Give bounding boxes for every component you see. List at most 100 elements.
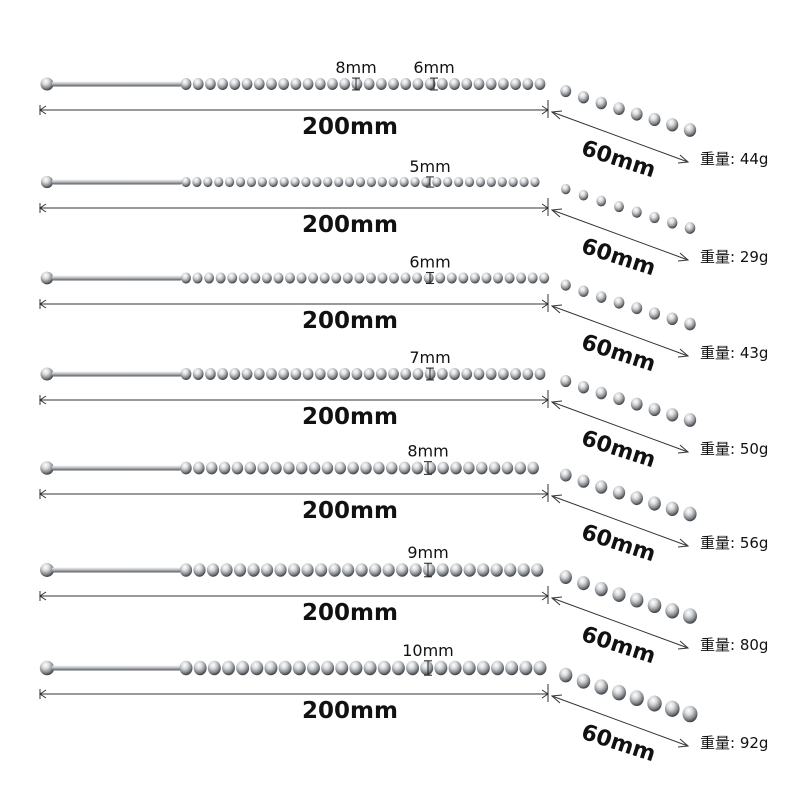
bead (519, 176, 529, 188)
arrow-down-right-icon (677, 738, 690, 748)
bead (516, 272, 527, 284)
bead (473, 78, 485, 90)
tip-bead (613, 392, 625, 406)
tip-bead (630, 397, 643, 411)
bead (406, 660, 420, 676)
bead (396, 563, 409, 577)
bead (412, 78, 424, 90)
bead (446, 272, 457, 284)
bead (412, 272, 423, 284)
tip-bead (647, 597, 662, 614)
tip-bead (560, 375, 572, 388)
bead (527, 272, 538, 284)
bead (203, 176, 213, 188)
bead (180, 368, 192, 380)
bead (180, 78, 192, 90)
bead (179, 563, 193, 577)
bead (236, 660, 250, 676)
bead (354, 272, 365, 284)
arrow-up-left-icon (550, 596, 563, 606)
bead (241, 78, 253, 90)
bead (435, 272, 446, 284)
bead (218, 461, 231, 475)
bead (437, 461, 449, 475)
bead (229, 78, 241, 90)
bead (375, 368, 387, 380)
arrow-right-icon (541, 105, 549, 115)
bead (448, 660, 462, 676)
tip-dimension-line (551, 401, 689, 453)
bead (292, 660, 306, 676)
arrow-right-icon (541, 689, 549, 699)
bead (204, 272, 215, 284)
bead (205, 368, 216, 380)
arrow-up-left-icon (550, 694, 563, 704)
bead (424, 461, 437, 475)
tip-bead (561, 183, 571, 195)
bead (302, 368, 314, 380)
bead (458, 272, 469, 284)
bead (476, 461, 488, 475)
bead (278, 368, 290, 380)
tip-bead (683, 413, 697, 427)
bead (323, 176, 333, 188)
bead (391, 660, 405, 676)
bead (235, 176, 246, 188)
bead (180, 461, 192, 475)
bead (463, 461, 475, 475)
arrow-right-icon (541, 395, 549, 405)
diameter-label: 6mm (409, 252, 450, 271)
tip-bead (578, 285, 589, 297)
probe-rod (52, 465, 182, 471)
bead (510, 78, 521, 90)
bead (412, 368, 424, 380)
tip-bead (664, 700, 680, 717)
bead (229, 368, 241, 380)
bead (373, 461, 385, 475)
tip-bead (595, 386, 607, 400)
bead (270, 461, 282, 475)
bead (360, 461, 372, 475)
tip-bead (577, 91, 590, 104)
probe-rod (52, 275, 182, 281)
arrow-left-icon (39, 489, 47, 499)
bead (400, 272, 411, 284)
handle-ball (40, 271, 54, 285)
weight-label: 重量: 50g (700, 440, 768, 458)
bead (342, 563, 355, 577)
bead (420, 660, 434, 676)
bead (347, 461, 359, 475)
bead (437, 368, 448, 380)
bead (388, 368, 399, 380)
bead (386, 461, 398, 475)
bead (449, 368, 460, 380)
bead (215, 272, 226, 284)
bead (423, 272, 434, 284)
probe-rod (52, 179, 182, 185)
bead (285, 272, 295, 284)
tip-bead (665, 501, 679, 516)
bead (363, 78, 375, 90)
bead (314, 78, 326, 90)
bead (264, 660, 278, 676)
bead (351, 368, 363, 380)
bead (205, 78, 216, 90)
bead (261, 272, 272, 284)
diameter-label: 6mm (413, 58, 454, 77)
bead (449, 78, 460, 90)
tip-dimension-line (551, 695, 689, 747)
handle-ball (40, 175, 54, 189)
weight-label: 重量: 56g (700, 534, 768, 552)
bead (508, 176, 518, 188)
bead (514, 461, 527, 475)
bead (398, 461, 411, 475)
tip-bead (559, 468, 572, 482)
bead (266, 78, 277, 90)
bead (531, 563, 544, 577)
bead (250, 660, 264, 676)
bead (301, 563, 314, 577)
bead (369, 563, 382, 577)
bead (339, 368, 351, 380)
